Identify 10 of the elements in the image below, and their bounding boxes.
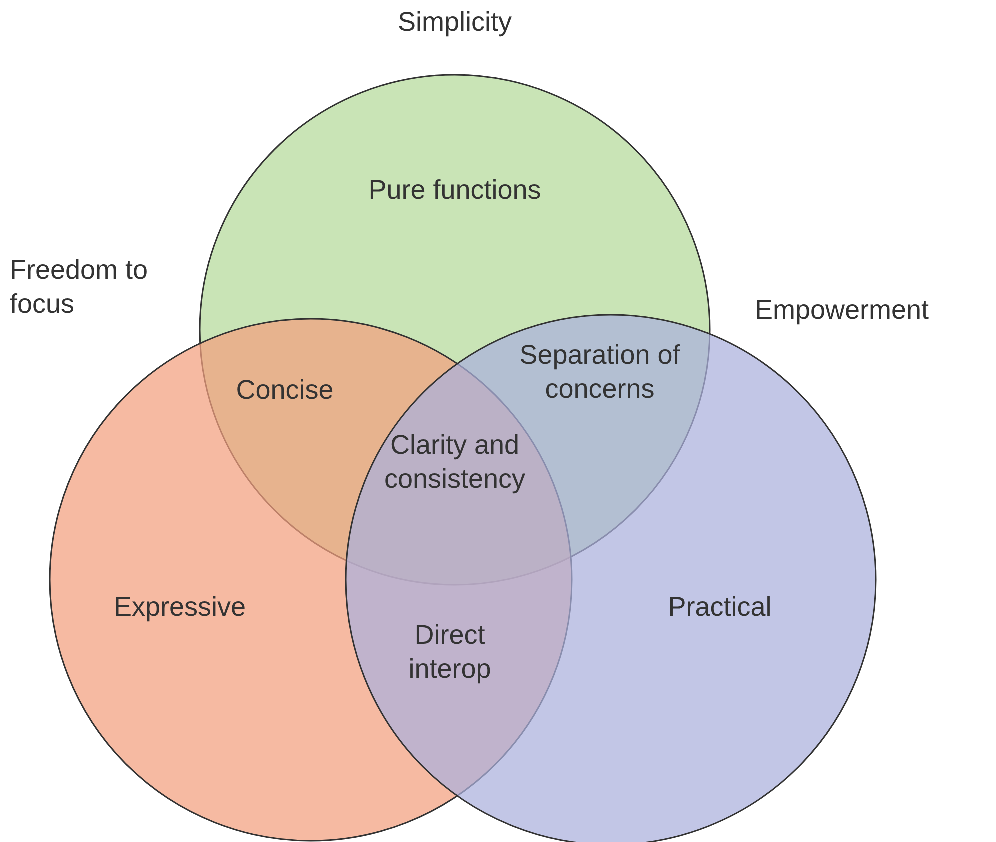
overlap-label: Direct interop — [408, 619, 492, 686]
set-label: Pure functions — [368, 174, 542, 207]
set-title: Freedom to focus — [10, 254, 150, 321]
set-title: Empowerment — [755, 294, 930, 327]
overlap-label: Concise — [235, 374, 335, 407]
set-label: Practical — [667, 591, 773, 624]
set-label: Expressive — [112, 591, 248, 624]
overlap-label: Separation of concerns — [518, 339, 682, 406]
overlap-label: Clarity and consistency — [383, 429, 527, 496]
set-title: Simplicity — [396, 6, 513, 39]
